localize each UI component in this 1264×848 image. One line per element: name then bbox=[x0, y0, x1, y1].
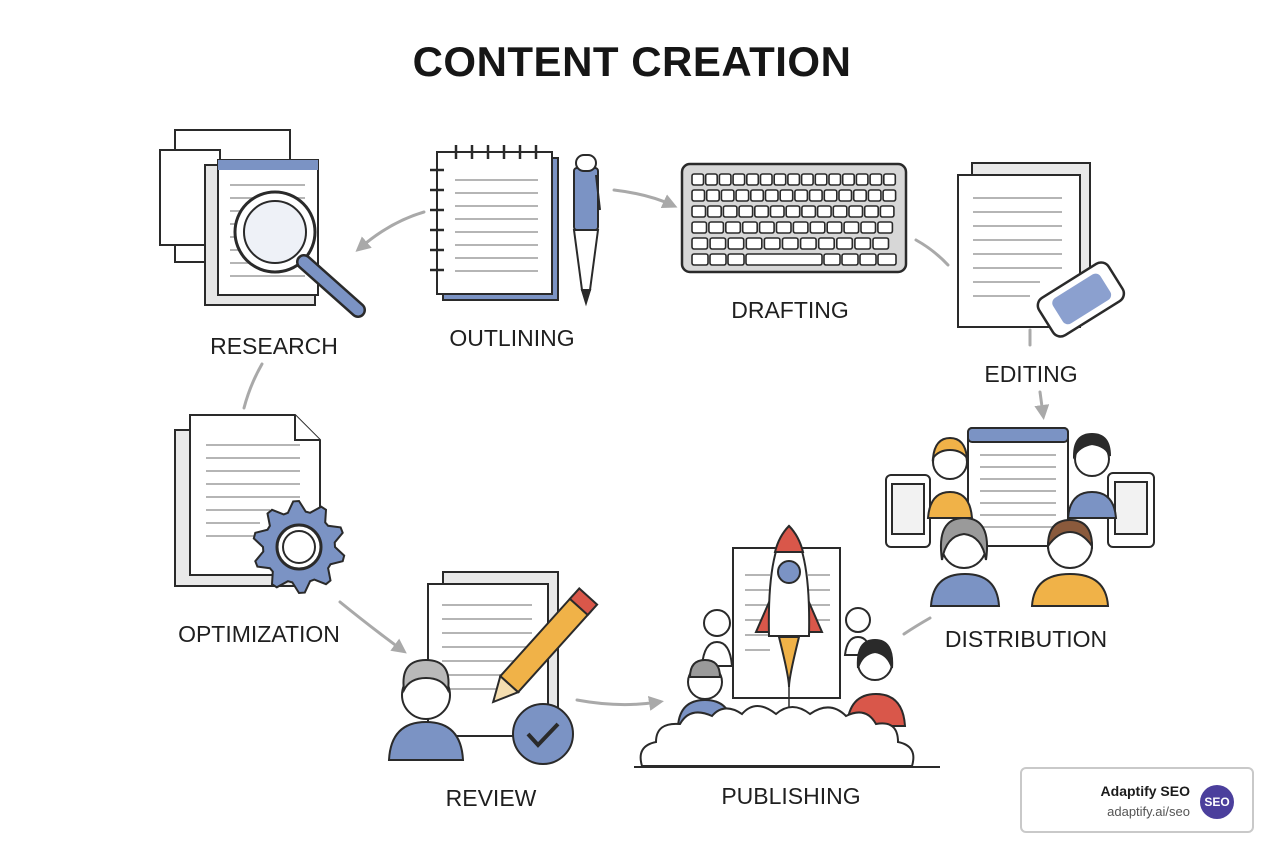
stage-label-outlining: OUTLINING bbox=[449, 325, 575, 351]
stage-label-research: RESEARCH bbox=[210, 333, 338, 359]
connector-research-to-optimization bbox=[242, 362, 264, 410]
brand-name: Adaptify SEO bbox=[1100, 783, 1190, 799]
arrow-optimization-to-review bbox=[338, 600, 407, 654]
rocket-launch-icon bbox=[634, 524, 940, 768]
stage-label-distribution: DISTRIBUTION bbox=[944, 626, 1108, 652]
stage-label-optimization: OPTIMIZATION bbox=[178, 621, 340, 647]
brand-card[interactable]: Adaptify SEO adaptify.ai/seo SEO bbox=[1020, 767, 1254, 833]
flow-arrows bbox=[242, 188, 1050, 711]
arrow-outlining-to-research bbox=[355, 210, 426, 252]
arrow-outlining-to-drafting bbox=[612, 188, 678, 209]
stage-label-editing: EDITING bbox=[984, 361, 1078, 387]
diagram-title: CONTENT CREATION bbox=[412, 38, 852, 85]
keyboard-icon bbox=[680, 162, 908, 274]
stage-label-publishing: PUBLISHING bbox=[721, 783, 861, 809]
optimization-icon bbox=[174, 414, 346, 595]
research-icon bbox=[159, 129, 366, 318]
brand-url[interactable]: adaptify.ai/seo bbox=[1107, 804, 1190, 819]
connector-distribution-to-publishing bbox=[902, 616, 932, 636]
seo-badge-icon: SEO bbox=[1200, 785, 1234, 819]
arrow-editing-down bbox=[1034, 390, 1050, 420]
connector-drafting-to-editing bbox=[914, 238, 950, 267]
distribution-icon bbox=[885, 427, 1155, 607]
stage-label-drafting: DRAFTING bbox=[731, 297, 849, 323]
notebook-pen-icon bbox=[430, 145, 601, 307]
editing-icon bbox=[957, 162, 1126, 338]
arrow-publishing-from-review bbox=[575, 695, 664, 711]
stage-label-review: REVIEW bbox=[445, 785, 537, 811]
review-icon bbox=[387, 571, 599, 765]
